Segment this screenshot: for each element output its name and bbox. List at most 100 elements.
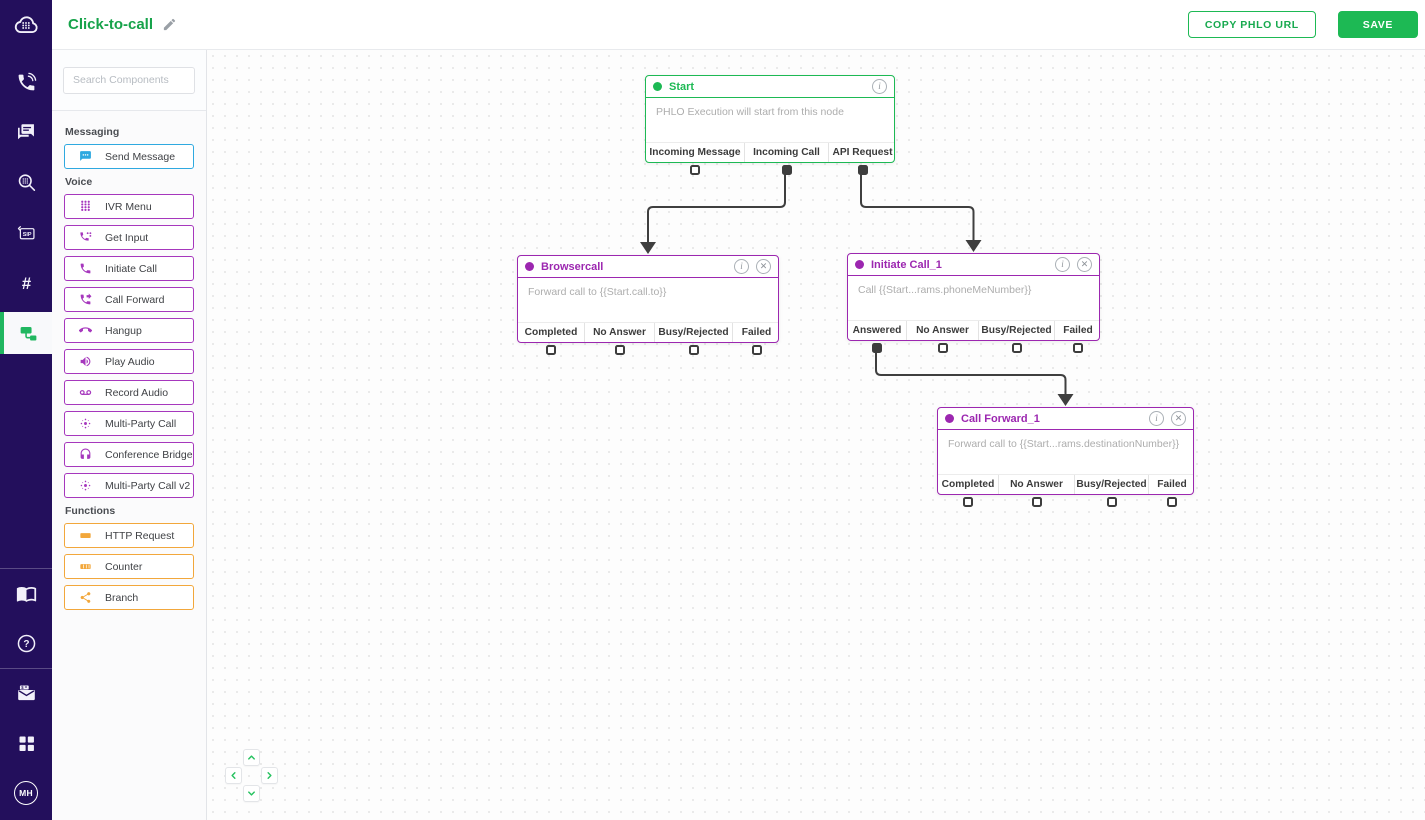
component-get-input[interactable]: Get Input — [64, 225, 194, 250]
output-no-answer: No Answer — [998, 475, 1074, 507]
component-http-request[interactable]: HTTP Request — [64, 523, 194, 548]
component-call-forward[interactable]: Call Forward — [64, 287, 194, 312]
branch-icon — [79, 591, 92, 604]
output-completed: Completed — [518, 323, 584, 355]
node-status-dot — [945, 414, 954, 423]
node-close-icon[interactable]: ✕ — [756, 259, 771, 274]
output-port[interactable] — [1106, 497, 1117, 507]
node-header: Call Forward_1 i ✕ — [938, 408, 1193, 430]
pan-controls — [225, 749, 279, 802]
counter-icon — [79, 560, 92, 573]
output-port[interactable] — [690, 165, 700, 175]
flow-node-call_forward_1[interactable]: Call Forward_1 i ✕ Forward call to {{Sta… — [937, 407, 1195, 507]
node-close-icon[interactable]: ✕ — [1171, 411, 1186, 426]
flow-canvas[interactable]: Start i PHLO Execution will start from t… — [207, 50, 1425, 820]
svg-text:$ =: $ = — [21, 684, 27, 689]
node-close-icon[interactable]: ✕ — [1077, 257, 1092, 272]
svg-text:?: ? — [23, 639, 29, 650]
component-label: Initiate Call — [105, 262, 157, 275]
copy-phlo-url-button[interactable]: COPY PHLO URL — [1187, 11, 1316, 38]
svg-text:SIP: SIP — [22, 231, 31, 237]
rail-billing[interactable]: $ = — [0, 672, 52, 714]
pan-right-button[interactable] — [261, 767, 278, 784]
rail-voice[interactable] — [0, 61, 52, 103]
rail-docs[interactable] — [0, 572, 52, 614]
rail-lookup[interactable] — [0, 161, 52, 203]
phlo-title: Click-to-call — [68, 16, 154, 33]
output-incoming-call: Incoming Call — [744, 143, 828, 175]
chevron-right-icon — [265, 771, 274, 780]
node-description: Forward call to {{Start...rams.destinati… — [948, 438, 1180, 450]
component-search-input[interactable] — [63, 66, 195, 94]
edit-title-icon[interactable] — [162, 17, 177, 32]
plivo-logo[interactable] — [0, 5, 52, 47]
chevron-left-icon — [229, 771, 238, 780]
pan-down-button[interactable] — [243, 785, 260, 802]
mpc-icon — [79, 479, 92, 492]
component-label: Counter — [105, 560, 143, 573]
component-branch[interactable]: Branch — [64, 585, 194, 610]
component-label: Multi-Party Call v2 — [105, 479, 191, 492]
component-multi-party-call-v2[interactable]: Multi-Party Call v2 — [64, 473, 194, 498]
section-label: Functions — [65, 505, 116, 517]
pan-up-button[interactable] — [243, 749, 260, 766]
node-header: Initiate Call_1 i ✕ — [848, 254, 1099, 276]
component-hangup[interactable]: Hangup — [64, 318, 194, 343]
node-outputs: Incoming Message Incoming Call API Reque… — [646, 142, 894, 175]
component-multi-party-call[interactable]: Multi-Party Call — [64, 411, 194, 436]
output-port[interactable] — [1031, 497, 1042, 507]
pan-left-button[interactable] — [225, 767, 242, 784]
output-port[interactable] — [963, 497, 973, 507]
rail-phone-numbers[interactable]: # — [0, 262, 52, 304]
component-record-audio[interactable]: Record Audio — [64, 380, 194, 405]
output-port[interactable] — [872, 343, 882, 353]
output-failed: Failed — [732, 323, 780, 355]
flow-node-initiate_call_1[interactable]: Initiate Call_1 i ✕ Call {{Start...rams.… — [847, 253, 1100, 353]
output-port[interactable] — [688, 345, 699, 355]
node-info-icon[interactable]: i — [872, 79, 887, 94]
output-port[interactable] — [546, 345, 556, 355]
node-title: Browsercall — [541, 260, 604, 273]
output-port[interactable] — [937, 343, 948, 353]
rail-docs-icon — [16, 583, 37, 604]
component-ivr-menu[interactable]: IVR Menu — [64, 194, 194, 219]
flow-node-start[interactable]: Start i PHLO Execution will start from t… — [645, 75, 895, 175]
component-label: Send Message — [105, 150, 176, 163]
rail-apps[interactable] — [0, 722, 52, 764]
node-info-icon[interactable]: i — [1149, 411, 1164, 426]
node-info-icon[interactable]: i — [1055, 257, 1070, 272]
output-failed: Failed — [1148, 475, 1195, 507]
node-title: Start — [669, 80, 695, 93]
output-incoming-message: Incoming Message — [646, 143, 744, 175]
component-send-message[interactable]: Send Message — [64, 144, 194, 169]
output-answered: Answered — [848, 321, 906, 353]
rail-sip-trunking-icon: SIP — [16, 223, 37, 244]
output-port[interactable] — [857, 165, 868, 175]
node-outputs: Completed No Answer Busy/Rejected Failed — [938, 474, 1195, 507]
output-port[interactable] — [751, 345, 762, 355]
rail-help[interactable]: ? — [0, 622, 52, 664]
save-button[interactable]: SAVE — [1337, 11, 1418, 38]
flow-node-browsercall[interactable]: Browsercall i ✕ Forward call to {{Start.… — [517, 255, 780, 355]
rail-account[interactable]: MH — [0, 772, 52, 814]
rail-sip-trunking[interactable]: SIP — [0, 212, 52, 254]
component-conference-bridge[interactable]: Conference Bridge — [64, 442, 194, 467]
node-info-icon[interactable]: i — [734, 259, 749, 274]
rail-voice-icon — [16, 72, 37, 93]
output-port[interactable] — [1011, 343, 1022, 353]
output-port[interactable] — [1167, 497, 1177, 507]
output-port[interactable] — [614, 345, 625, 355]
svg-text:#: # — [21, 273, 30, 292]
section-label: Messaging — [65, 126, 120, 138]
component-label: HTTP Request — [105, 529, 175, 542]
output-port[interactable] — [781, 165, 792, 175]
component-counter[interactable]: Counter — [64, 554, 194, 579]
component-play-audio[interactable]: Play Audio — [64, 349, 194, 374]
voicemail-icon — [79, 386, 92, 399]
rail-phlo[interactable] — [0, 312, 52, 354]
rail-messaging[interactable] — [0, 111, 52, 153]
output-port[interactable] — [1073, 343, 1083, 353]
speaker-icon — [79, 355, 92, 368]
component-initiate-call[interactable]: Initiate Call — [64, 256, 194, 281]
